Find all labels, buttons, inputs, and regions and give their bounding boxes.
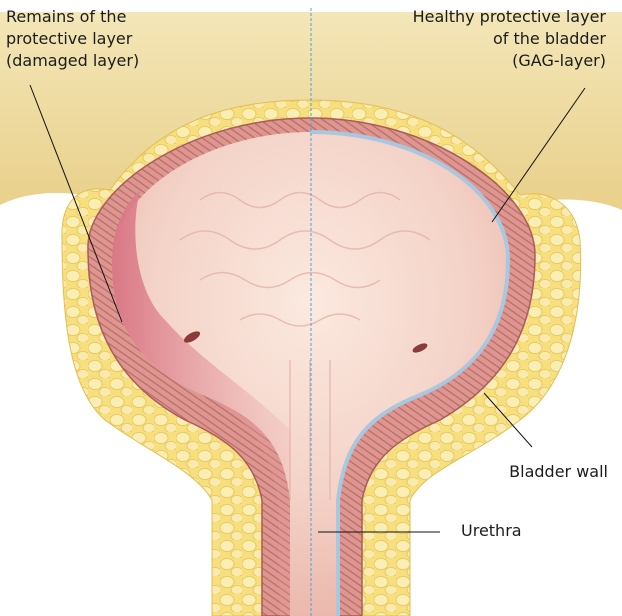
label-damaged-layer: Remains of the protective layer (damaged… <box>6 6 139 72</box>
label-damaged-line-1: Remains of the <box>6 6 139 28</box>
label-bladder-wall: Bladder wall <box>509 461 608 483</box>
label-damaged-line-2: protective layer <box>6 28 139 50</box>
label-healthy-line-3: (GAG-layer) <box>413 50 606 72</box>
label-urethra: Urethra <box>461 520 522 542</box>
label-healthy-layer: Healthy protective layer of the bladder … <box>413 6 606 72</box>
label-healthy-line-2: of the bladder <box>413 28 606 50</box>
label-damaged-line-3: (damaged layer) <box>6 50 139 72</box>
label-healthy-line-1: Healthy protective layer <box>413 6 606 28</box>
